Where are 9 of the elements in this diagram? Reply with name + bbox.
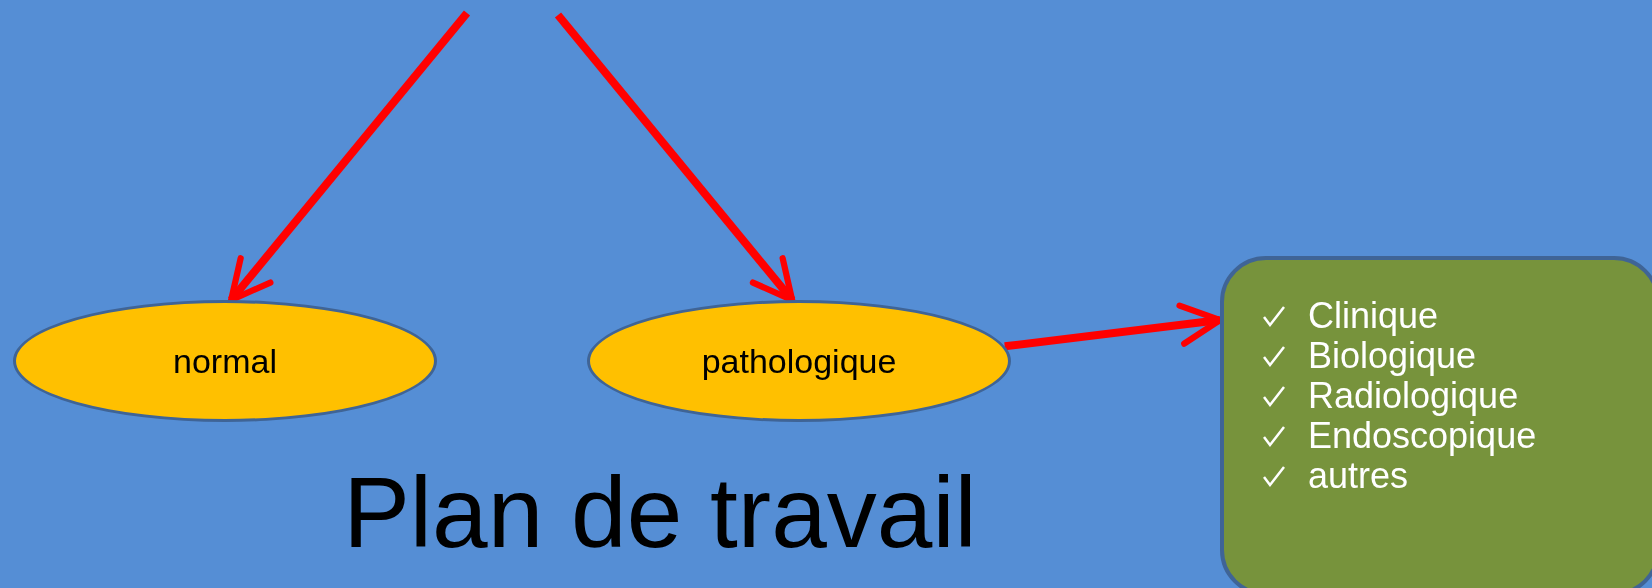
- list-item: Biologique: [1308, 335, 1477, 377]
- list-item: autres: [1308, 455, 1409, 497]
- title: Plan de travail: [342, 455, 978, 570]
- node-label: normal: [173, 341, 277, 381]
- checklist-box: [1220, 256, 1652, 588]
- list-item: Radiologique: [1308, 375, 1519, 417]
- list-item: Endoscopique: [1308, 415, 1537, 457]
- list-item: Clinique: [1308, 295, 1439, 337]
- node-label: pathologique: [701, 341, 897, 381]
